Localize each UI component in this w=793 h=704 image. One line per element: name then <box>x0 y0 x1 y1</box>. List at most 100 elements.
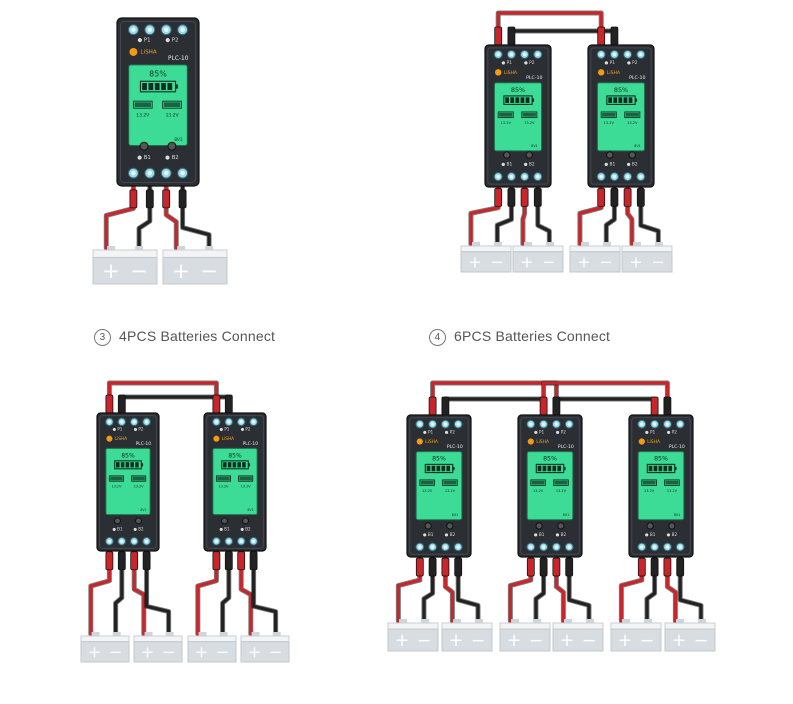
brand-name: LiSHA <box>647 439 660 445</box>
cable-connector <box>145 189 154 209</box>
link-cable-outline <box>553 396 658 418</box>
battery-bar <box>537 465 542 472</box>
battery-post <box>644 619 652 624</box>
screen-mode: 8V1 <box>563 513 569 517</box>
port-label-bottom-2: ● B2 <box>556 532 567 537</box>
cell-fill <box>554 480 568 485</box>
terminal-screw <box>612 52 617 57</box>
cable-connector <box>637 557 646 577</box>
brand-name: LiSHA <box>607 70 621 76</box>
link-cable-outline <box>442 396 547 418</box>
port-label-top-1: ● P1 <box>423 429 434 434</box>
cable-connector <box>178 189 187 209</box>
cable <box>567 555 591 623</box>
cable-connector <box>565 557 574 577</box>
battery-lid <box>441 622 493 630</box>
port-label-top-2: ● P2 <box>134 427 144 432</box>
battery-post <box>564 619 572 624</box>
port-label-bottom-2: ● B2 <box>524 161 535 167</box>
cell-icon <box>215 475 232 482</box>
battery-minus: − <box>162 642 176 661</box>
cable-connector <box>129 189 138 209</box>
terminal-screw <box>214 539 219 543</box>
battery-post <box>453 619 461 624</box>
battery-lid <box>610 622 662 630</box>
terminal-screw <box>639 174 643 179</box>
terminal-screw <box>599 52 603 57</box>
battery-minus: − <box>651 252 665 271</box>
battery-lid <box>92 249 158 258</box>
cable-connector <box>212 551 221 571</box>
battery-bar <box>552 465 557 472</box>
step-marker: 3 <box>94 329 111 346</box>
terminal-screw <box>132 420 136 424</box>
cable-outline <box>180 183 212 251</box>
cable-connector <box>494 187 503 207</box>
cell-icon <box>131 475 147 482</box>
battery-bar <box>167 83 173 91</box>
cable-connector <box>526 557 535 577</box>
cell-fill <box>531 480 545 485</box>
terminal-screw <box>536 174 540 179</box>
cable <box>456 555 480 623</box>
terminal-screw <box>163 27 169 32</box>
battery-bar <box>120 462 125 468</box>
battery-post <box>533 619 541 624</box>
port-label-top-1: ● P1 <box>534 429 545 434</box>
battery-post <box>135 246 144 251</box>
battery-plus: + <box>672 631 687 651</box>
battery-post <box>219 632 228 637</box>
brand-logo <box>527 438 534 445</box>
model-label: PLC-10 <box>168 56 189 62</box>
terminal-screw <box>625 52 630 57</box>
cable-connector <box>142 551 151 571</box>
battery: +− <box>610 619 662 652</box>
cell-icon <box>624 111 641 119</box>
port-label-bottom-2: ● B2 <box>133 527 144 532</box>
cell-icon <box>600 111 617 119</box>
link-connector <box>224 394 233 414</box>
terminal-screw <box>678 422 682 426</box>
battery: +− <box>162 246 228 285</box>
terminal-screw <box>443 422 448 426</box>
brand-name: LiSHA <box>140 50 156 56</box>
terminal-screw <box>251 539 256 543</box>
battery-lid <box>512 245 564 253</box>
battery-bar <box>658 465 663 472</box>
terminal-screw <box>567 545 571 549</box>
cable <box>181 184 211 250</box>
model-label: PLC-10 <box>526 75 542 81</box>
terminal-screw <box>131 27 136 32</box>
port-label-bottom-2: ● B2 <box>627 161 638 167</box>
status-led <box>220 517 228 525</box>
port-label-top-1: ● P1 <box>220 427 230 432</box>
device-bezel <box>590 47 652 185</box>
terminal-screw <box>147 170 153 176</box>
cell-fill <box>134 102 151 108</box>
terminal-screw <box>227 420 231 424</box>
right-voltage: 13.2V <box>556 489 567 493</box>
link-connector <box>428 396 437 416</box>
battery-bar <box>542 465 547 472</box>
device-bezel <box>409 417 469 555</box>
left-voltage: 13.2V <box>533 489 544 493</box>
port-label-top-2: ● P2 <box>165 37 178 43</box>
model-label: PLC-10 <box>629 75 645 81</box>
battery-bar <box>628 97 633 103</box>
status-led <box>606 151 614 159</box>
terminal-screw <box>496 174 500 179</box>
link-connector <box>597 26 606 46</box>
left-voltage: 13.2V <box>136 112 149 118</box>
cable <box>252 549 278 636</box>
status-led <box>135 517 143 525</box>
terminal-screw <box>639 52 643 57</box>
status-led <box>525 151 533 159</box>
battery-case <box>512 251 564 273</box>
battery-plus: + <box>248 642 262 661</box>
right-voltage: 13.2V <box>241 484 251 488</box>
battery-minus: − <box>269 642 283 661</box>
terminal-screw <box>180 27 185 32</box>
battery-case <box>240 641 290 663</box>
battery-tip <box>452 466 455 471</box>
